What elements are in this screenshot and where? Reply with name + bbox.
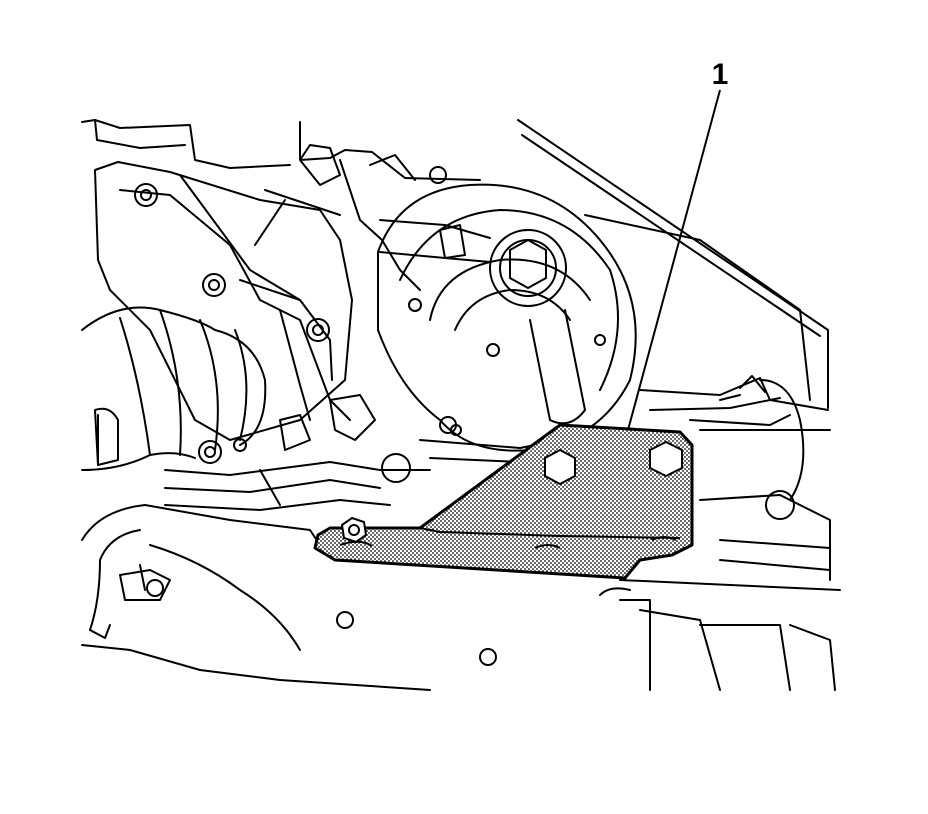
output-flange (377, 183, 637, 452)
upper-frame-lines (81, 119, 829, 409)
yoke-arm (379, 219, 586, 425)
support-bracket-highlighted (313, 423, 694, 580)
lower-crossmember (81, 504, 841, 691)
bracket-nut (340, 516, 368, 544)
callout-leader-line (627, 89, 721, 431)
callout-label: 1 (712, 58, 729, 91)
harness-bracket (259, 144, 416, 483)
transmission-housing (94, 159, 421, 441)
frame-rail-right (639, 375, 831, 581)
lower-pipes (164, 416, 561, 511)
cv-boot (81, 306, 267, 471)
housing-bolts (134, 183, 330, 464)
